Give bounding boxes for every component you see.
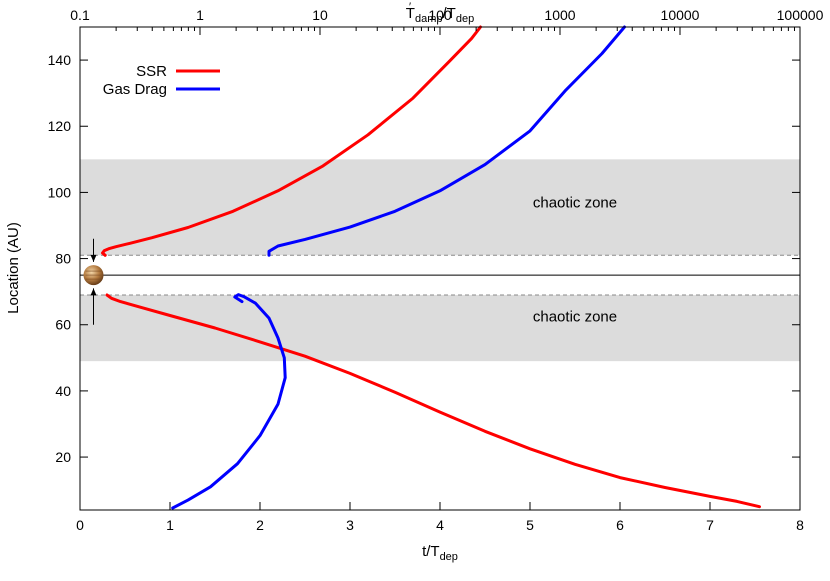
chaotic-zone-label-1: chaotic zone [533,308,617,325]
x-tick-label-1: 1 [166,517,174,533]
x2-tick-label-4: 1000 [544,7,575,23]
x-tick-label-6: 6 [616,517,624,533]
y-tick-label-1: 40 [55,383,71,399]
y-tick-label-5: 120 [48,118,72,134]
y-tick-label-4: 100 [48,184,72,200]
series-curves [101,25,761,510]
shaded-regions [80,159,800,362]
x2-tick-label-5: 10000 [661,7,700,23]
x-tick-label-7: 7 [706,517,714,533]
series-gas-drag-curve-1 [171,293,287,510]
series-ssr-curve-1 [105,293,761,509]
x-tick-label-4: 4 [436,517,444,533]
x2-tick-label-0: 0.1 [70,7,90,23]
x-tick-label-2: 2 [256,517,264,533]
chaotic-zone-region-1 [80,294,800,362]
legend: SSR Gas Drag [103,63,220,98]
annotations: chaotic zone chaotic zone [533,194,617,325]
tick-labels: 0 1 2 3 4 5 6 7 8 0.1 1 10 100 1000 10000 100000 20 40 60 8… [48,7,824,533]
x2-tick-label-3: 100 [428,7,452,23]
x-tick-label-0: 0 [76,517,84,533]
y-axis-title: Location (AU) [5,222,22,314]
plot-frame [79,26,801,511]
x-tick-label-8: 8 [796,517,804,533]
prime-mark: ′ [409,1,411,13]
x2-tick-label-1: 1 [196,7,204,23]
y-tick-label-3: 80 [55,251,71,267]
x2-axis-title: Tdamp/Tdep [406,5,474,25]
arrow-head-1 [90,288,97,296]
series-ssr-curve-0 [101,25,482,257]
legend-label-gas-drag: Gas Drag [103,81,167,98]
legend-label-ssr: SSR [136,63,167,80]
x-axis-title: t/Tdep [422,543,458,563]
x-tick-label-5: 5 [526,517,534,533]
series-gas-drag-curve-0 [267,25,626,257]
axis-ticks [79,27,801,510]
y-tick-label-6: 140 [48,52,72,68]
x2-tick-label-6: 100000 [777,7,824,23]
x2-tick-label-2: 10 [312,7,328,23]
planet-marker [83,238,104,325]
chaotic-zone-label-0: chaotic zone [533,194,617,211]
boundary-lines [80,254,800,296]
arrow-head-0 [90,254,97,262]
y-tick-label-2: 60 [55,317,71,333]
chaotic-zone-region-0 [80,159,800,256]
y-tick-label-0: 20 [55,449,71,465]
x-tick-label-3: 3 [346,517,354,533]
